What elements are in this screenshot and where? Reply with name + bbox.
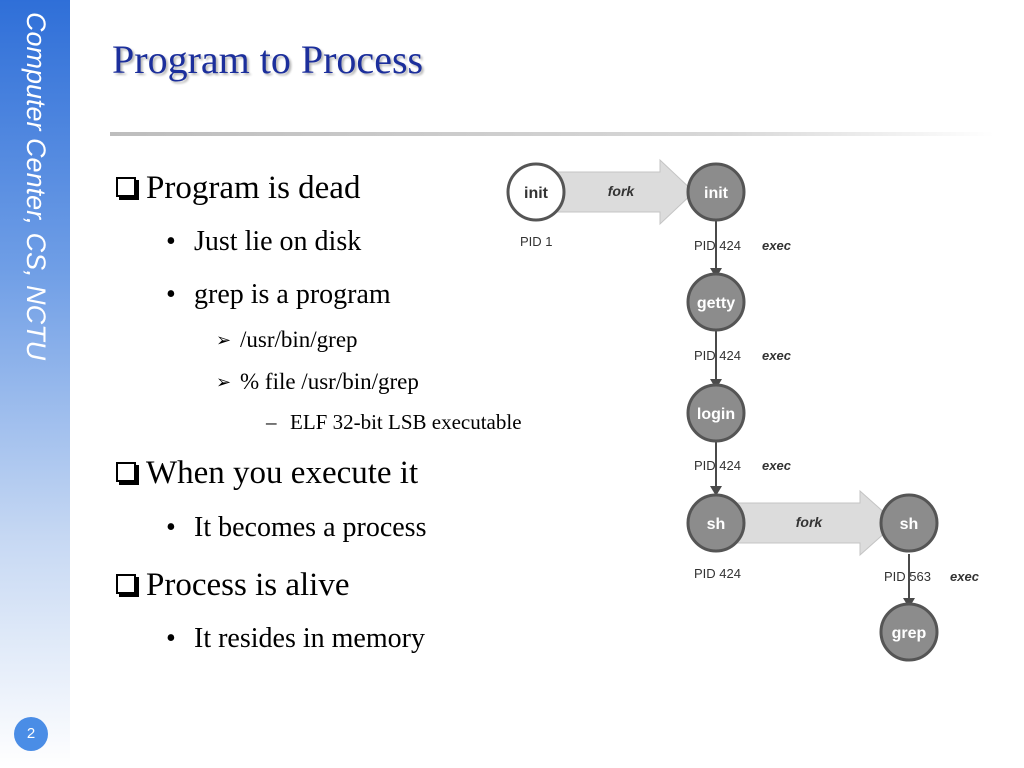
bullet-program-is-dead: Program is dead (116, 170, 360, 206)
bullet-grep-is-a-program: •grep is a program (166, 279, 391, 310)
sidebar-label: Computer Center, CS, NCTU (21, 12, 51, 361)
arrowhead-icon (710, 486, 722, 496)
bullet-it-resides-in-memory: •It resides in memory (166, 623, 425, 654)
bullet-it-becomes-a-process: •It becomes a process (166, 512, 427, 543)
dot-bullet-icon: • (166, 623, 176, 654)
node-label: sh (707, 516, 726, 533)
pid-label: PID 424 (694, 238, 741, 253)
arrow-bullet-icon: ➢ (216, 330, 232, 351)
exec-label: exec (762, 458, 792, 473)
process-node: init (506, 162, 566, 222)
fork-label: fork (796, 514, 824, 530)
process-diagram: init init getty login sh sh grep fork fo… (506, 158, 980, 662)
node-label: login (697, 406, 735, 423)
bullet-process-is-alive: Process is alive (116, 567, 349, 603)
bullet-just-lie-on-disk: •Just lie on disk (166, 226, 362, 257)
process-node: grep (879, 602, 939, 662)
bullet-file-command: ➢% file /usr/bin/grep (216, 368, 419, 397)
node-label: grep (892, 625, 927, 642)
arrow-bullet-icon: ➢ (216, 372, 232, 393)
process-node: sh (879, 493, 939, 553)
dot-bullet-icon: • (166, 279, 176, 310)
process-node: sh (686, 493, 746, 553)
exec-label: exec (950, 569, 980, 584)
bullet-when-you-execute-it: When you execute it (116, 455, 418, 491)
process-node: login (686, 383, 746, 443)
exec-label: exec (762, 348, 792, 363)
pid-label: PID 1 (520, 234, 553, 249)
dot-bullet-icon: • (166, 512, 176, 543)
pid-label: PID 424 (694, 458, 741, 473)
page-number-badge: 2 (14, 717, 48, 751)
node-label: sh (900, 516, 919, 533)
checkbox-bullet-icon (116, 574, 136, 594)
process-node: getty (686, 272, 746, 332)
pid-label: PID 424 (694, 566, 741, 581)
node-label: init (704, 185, 729, 202)
sidebar (0, 0, 70, 768)
node-label: init (524, 185, 549, 202)
bullet-usr-bin-grep: ➢/usr/bin/grep (216, 326, 358, 355)
fork-label: fork (608, 183, 636, 199)
process-node: init (686, 162, 746, 222)
pid-label: PID 424 (694, 348, 741, 363)
node-label: getty (697, 295, 735, 312)
slide-title: Program to Process (112, 37, 424, 82)
title-divider (110, 132, 994, 136)
checkbox-bullet-icon (116, 177, 136, 197)
dash-bullet-icon: – (266, 410, 277, 434)
pid-label: PID 563 (884, 569, 931, 584)
checkbox-bullet-icon (116, 462, 136, 482)
fork-arrow (723, 489, 897, 557)
bullet-elf-output: –ELF 32-bit LSB executable (266, 410, 522, 434)
dot-bullet-icon: • (166, 226, 176, 257)
exec-label: exec (762, 238, 792, 253)
